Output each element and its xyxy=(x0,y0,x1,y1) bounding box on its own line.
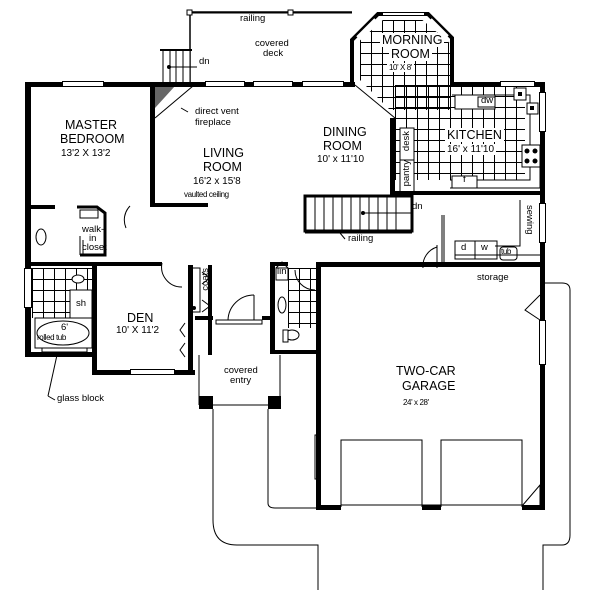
label-tub: tub xyxy=(501,247,511,256)
wall-entry-east xyxy=(262,316,274,320)
wall-west xyxy=(25,82,31,357)
window xyxy=(62,81,104,87)
label-sewing: sewing xyxy=(524,205,535,235)
window xyxy=(205,81,245,87)
label-covered-deck-2: deck xyxy=(263,48,284,59)
label-fireplace-2: fireplace xyxy=(195,117,231,128)
label-rolled-tub: rolled tub xyxy=(37,333,66,342)
label-master-2: BEDROOM xyxy=(60,132,125,146)
label-tub-size: 6' xyxy=(61,322,69,333)
wall-north-east xyxy=(450,82,545,87)
wall-bath-south xyxy=(25,352,95,357)
label-covered-entry-2: entry xyxy=(230,375,252,386)
label-garage-dim: 24' x 28' xyxy=(403,398,429,407)
label-closet-1: walk- xyxy=(82,224,105,235)
label-storage: storage xyxy=(477,272,509,283)
wall-north xyxy=(25,82,355,87)
label-dw: dw xyxy=(481,95,494,106)
label-railing-deck: railing xyxy=(240,13,266,24)
label-dining-dim: 10' x 11'10 xyxy=(317,154,365,165)
wall-den-west xyxy=(92,262,97,374)
wall-garage-north xyxy=(316,262,545,267)
window xyxy=(539,320,546,365)
wall-kitchen-south xyxy=(390,191,545,195)
label-dryer: d xyxy=(461,242,467,253)
wall-garage-south-3 xyxy=(522,505,545,510)
label-covered-entry-1: covered xyxy=(224,365,258,376)
label-covered-deck-1: covered xyxy=(255,38,289,49)
label-living-2: ROOM xyxy=(203,160,242,174)
wall-master-living xyxy=(150,86,155,206)
label-morning-room-dim: 10' X 8' xyxy=(387,63,414,72)
label-dining-1: DINING xyxy=(323,125,367,139)
window xyxy=(539,203,546,243)
label-railing-stair: railing xyxy=(348,233,374,244)
label-master-1: MASTER xyxy=(65,118,118,132)
label-morning-room-2: ROOM xyxy=(389,47,432,61)
wall-hallbath-west xyxy=(270,262,275,354)
label-shower: sh xyxy=(76,298,87,309)
label-coats: coats xyxy=(200,268,211,291)
label-vaulted-ceiling: vaulted ceiling xyxy=(184,190,229,199)
wall-living-south xyxy=(150,203,208,207)
wall-garage-east xyxy=(540,262,545,510)
wall-dining-east xyxy=(390,118,395,192)
label-garage-2: GARAGE xyxy=(402,379,456,393)
hall-bath-tile xyxy=(288,268,318,328)
wall-garage-south-2 xyxy=(422,505,441,510)
wall-east xyxy=(540,82,545,267)
label-linen: lin xyxy=(277,266,287,277)
label-fridge: f xyxy=(463,174,466,185)
wall-master-south xyxy=(25,205,55,209)
label-den: DEN xyxy=(127,311,154,325)
wall-garage-west xyxy=(316,262,321,510)
wall-den-north xyxy=(92,262,162,266)
label-den-dim: 10' X 11'2 xyxy=(116,325,160,336)
label-washer: w xyxy=(481,242,488,253)
label-dn-stair: dn xyxy=(412,201,423,212)
label-master-dim: 13'2 X 13'2 xyxy=(61,148,111,159)
label-living-dim: 16'2 x 15'8 xyxy=(193,176,241,187)
label-closet-2: in xyxy=(89,233,97,244)
window xyxy=(130,369,175,375)
label-dn-deck: dn xyxy=(199,56,210,67)
window xyxy=(302,81,344,87)
label-desk: desk xyxy=(401,131,412,152)
wall-den-east xyxy=(188,265,193,375)
label-garage-1: TWO-CAR xyxy=(396,364,456,378)
window xyxy=(24,268,32,308)
label-dining-2: ROOM xyxy=(323,139,362,153)
label-pantry: pantry xyxy=(401,160,412,187)
wall-coats-east xyxy=(208,265,212,355)
wall-hallbath-south xyxy=(270,350,320,354)
window xyxy=(539,92,546,132)
window xyxy=(253,81,293,87)
label-glass-block: glass block xyxy=(57,393,104,404)
wall-entry-west xyxy=(195,316,213,320)
wall-laundry-north xyxy=(450,191,454,195)
window xyxy=(500,81,535,87)
wall-hallbath-north xyxy=(270,262,288,266)
label-kitchen-dim: 16' x 11'10 xyxy=(445,144,497,155)
label-closet-3: closet xyxy=(82,242,107,253)
label-morning-room-1: MORNING xyxy=(380,33,445,47)
label-kitchen: KITCHEN xyxy=(445,128,504,142)
label-fireplace-1: direct vent xyxy=(195,106,239,117)
wall-garage-south-1 xyxy=(316,505,341,510)
label-living-1: LIVING xyxy=(203,146,244,160)
